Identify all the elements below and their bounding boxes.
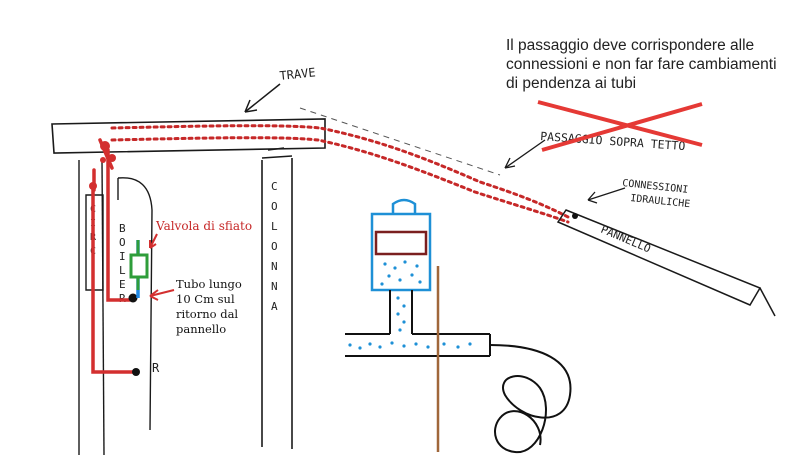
crossed-label: PASSAGGIO SOPRA TETTO	[537, 100, 703, 153]
column-label: C O L O N N A	[271, 180, 284, 313]
supply-pipe	[106, 148, 132, 302]
tank-water-dots	[380, 260, 422, 286]
column	[261, 147, 293, 449]
horizontal-water-dots	[348, 341, 472, 350]
expansion-tank	[370, 198, 432, 292]
red-joints	[89, 141, 116, 190]
tube-note-4: pannello	[176, 322, 226, 336]
panel-connection-dot	[572, 213, 578, 219]
connections-label-2: IDRAULICHE	[630, 193, 691, 210]
coiled-hose	[489, 344, 572, 454]
dotted-pipes	[110, 124, 572, 224]
beam-label: TRAVE	[279, 65, 316, 83]
column-letter-2: O	[271, 200, 278, 213]
column-letter-3: L	[271, 220, 278, 233]
tube-arrow	[149, 289, 175, 301]
column-letter-7: A	[271, 300, 278, 313]
valve-label: Valvola di sfiato	[155, 219, 252, 233]
pipe-water-dots	[396, 296, 406, 332]
note-line-3: di pendenza ai tubi	[506, 75, 636, 92]
valve-arrow	[149, 233, 158, 249]
left-structure	[78, 159, 153, 456]
valve-body	[129, 253, 149, 279]
beam	[51, 118, 326, 154]
beam-arrow	[244, 83, 281, 113]
crossed-text: PASSAGGIO SOPRA TETTO	[540, 129, 686, 153]
horizontal-pipe	[345, 333, 491, 357]
r-label: R	[152, 361, 160, 375]
tube-note: Tubo lungo 10 Cm sul ritorno dal pannell…	[176, 277, 242, 336]
instruction-note: Il passaggio deve corrispondere alle con…	[506, 37, 777, 92]
air-valve	[129, 240, 149, 298]
connections-arrow	[587, 187, 626, 204]
tube-note-2: 10 Cm sul	[176, 292, 235, 306]
note-line-2: connessioni e non far fare cambiamenti	[506, 56, 777, 73]
crossed-arrow	[504, 139, 546, 169]
solar-panel	[556, 209, 776, 317]
black-joints	[128, 293, 140, 376]
tube-note-3: ritorno dal	[176, 307, 238, 321]
roof-line	[299, 107, 501, 176]
note-line-1: Il passaggio deve corrispondere alle	[506, 37, 754, 54]
column-letter-6: N	[271, 280, 278, 293]
return-pipe	[91, 183, 137, 374]
column-letter-4: O	[271, 240, 278, 253]
vertical-pipe	[389, 290, 413, 334]
column-letter-5: N	[271, 260, 278, 273]
tube-note-1: Tubo lungo	[176, 277, 242, 291]
tank-handle	[391, 198, 417, 214]
tank-top-band	[374, 230, 428, 256]
column-letter-1: C	[271, 180, 278, 193]
